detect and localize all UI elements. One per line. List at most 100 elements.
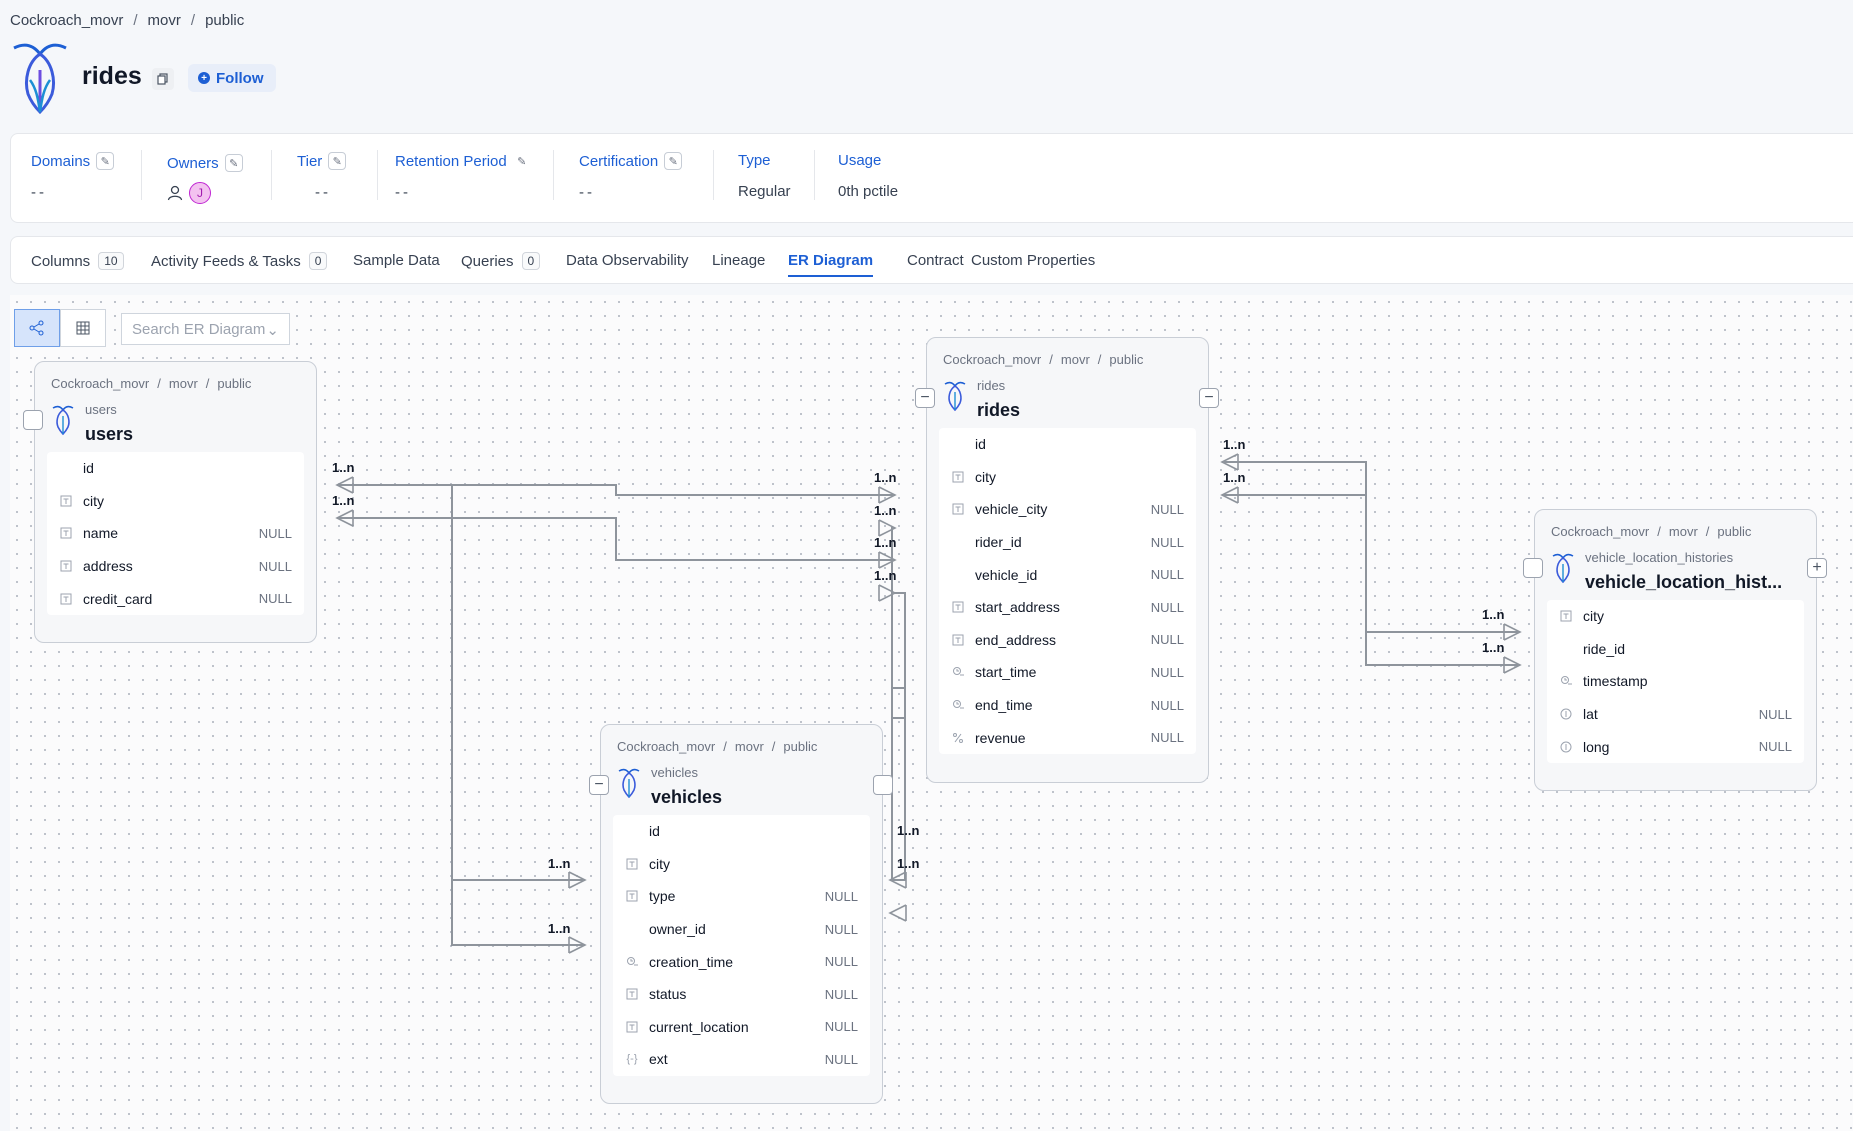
expand-handle[interactable] bbox=[873, 775, 893, 795]
expand-plus-icon[interactable]: + bbox=[1807, 558, 1827, 578]
edit-domains-icon[interactable]: ✎ bbox=[96, 152, 115, 170]
plus-circle-icon: + bbox=[198, 72, 210, 84]
string-icon bbox=[951, 600, 965, 614]
column-name: city bbox=[1583, 608, 1604, 625]
column-row[interactable]: id bbox=[613, 815, 870, 848]
column-name: owner_id bbox=[649, 921, 706, 938]
copy-button[interactable] bbox=[152, 68, 174, 90]
collapse-right-icon[interactable]: − bbox=[1199, 388, 1219, 408]
expand-handle[interactable] bbox=[1523, 558, 1543, 578]
node-title[interactable]: users bbox=[85, 424, 134, 444]
string-icon bbox=[625, 987, 639, 1001]
column-row[interactable]: ride_id bbox=[1547, 633, 1804, 666]
breadcrumb-item-schema[interactable]: public bbox=[205, 12, 245, 29]
collapse-left-icon[interactable]: − bbox=[589, 775, 609, 795]
tab-contract[interactable]: Contract bbox=[907, 252, 964, 269]
entity-meta-bar: Domains✎ -- Owners✎ J Tier✎ -- Retention… bbox=[10, 133, 1853, 223]
column-name: vehicle_city bbox=[975, 501, 1048, 518]
domains-label: Domains bbox=[31, 152, 91, 170]
column-nullable: NULL bbox=[1150, 567, 1184, 583]
table-icon bbox=[76, 321, 90, 335]
breadcrumb-item-service[interactable]: Cockroach_movr bbox=[10, 12, 124, 29]
usage-value: 0th pctile bbox=[838, 183, 899, 200]
column-row[interactable]: city bbox=[47, 485, 304, 518]
column-nullable: NULL bbox=[824, 954, 858, 970]
cardinality-label: 1..n bbox=[874, 568, 897, 583]
column-row[interactable]: id bbox=[939, 428, 1196, 461]
meta-tier: Tier✎ -- bbox=[297, 152, 347, 201]
column-row[interactable]: city bbox=[939, 461, 1196, 494]
owner-avatar[interactable]: J bbox=[189, 182, 211, 204]
cardinality-label: 1..n bbox=[874, 470, 897, 485]
tab-lineage[interactable]: Lineage bbox=[712, 252, 766, 269]
tab-er-diagram[interactable]: ER Diagram bbox=[788, 252, 874, 277]
blank-icon bbox=[625, 922, 639, 936]
node-title[interactable]: rides bbox=[977, 400, 1021, 420]
column-row[interactable]: id bbox=[47, 452, 304, 485]
node-title[interactable]: vehicles bbox=[651, 787, 723, 807]
breadcrumb-item-database[interactable]: movr bbox=[147, 12, 181, 29]
string-icon bbox=[951, 633, 965, 647]
node-title[interactable]: vehicle_location_hist... bbox=[1585, 572, 1783, 592]
cockroach-logo-icon bbox=[1551, 552, 1575, 584]
column-nullable: NULL bbox=[824, 888, 858, 904]
follow-label: Follow bbox=[216, 69, 264, 87]
expand-handle[interactable] bbox=[23, 410, 43, 430]
tab-data-observability[interactable]: Data Observability bbox=[566, 252, 689, 269]
divider bbox=[271, 150, 272, 200]
edit-certification-icon[interactable]: ✎ bbox=[664, 152, 683, 170]
edit-retention-icon[interactable]: ✎ bbox=[517, 155, 527, 168]
tab-custom-properties[interactable]: Custom Properties bbox=[971, 252, 1096, 269]
column-name: start_time bbox=[975, 664, 1037, 681]
blank-icon bbox=[625, 824, 639, 838]
column-nullable: NULL bbox=[258, 525, 292, 541]
follow-button[interactable]: + Follow bbox=[188, 64, 276, 92]
collapse-left-icon[interactable]: − bbox=[915, 388, 935, 408]
string-icon bbox=[59, 592, 73, 606]
column-name: id bbox=[975, 436, 986, 453]
diagram-view-button[interactable] bbox=[14, 309, 60, 347]
column-nullable: NULL bbox=[1150, 730, 1184, 746]
edit-owners-icon[interactable]: ✎ bbox=[224, 154, 243, 172]
number-icon bbox=[1559, 740, 1573, 754]
column-row[interactable]: city bbox=[613, 848, 870, 881]
table-view-button[interactable] bbox=[60, 309, 106, 347]
copy-icon bbox=[157, 73, 168, 85]
tab-sample-data[interactable]: Sample Data bbox=[353, 252, 440, 269]
node-fqn: vehicle_location_histories bbox=[1585, 550, 1734, 565]
column-name: end_time bbox=[975, 697, 1033, 714]
column-row[interactable]: timestamp bbox=[1547, 665, 1804, 698]
column-name: id bbox=[649, 823, 660, 840]
column-row[interactable]: city bbox=[1547, 600, 1804, 633]
string-icon bbox=[59, 526, 73, 540]
edit-tier-icon[interactable]: ✎ bbox=[328, 152, 347, 170]
search-er-diagram-select[interactable]: Search ER Diagram ⌄ bbox=[121, 313, 290, 345]
